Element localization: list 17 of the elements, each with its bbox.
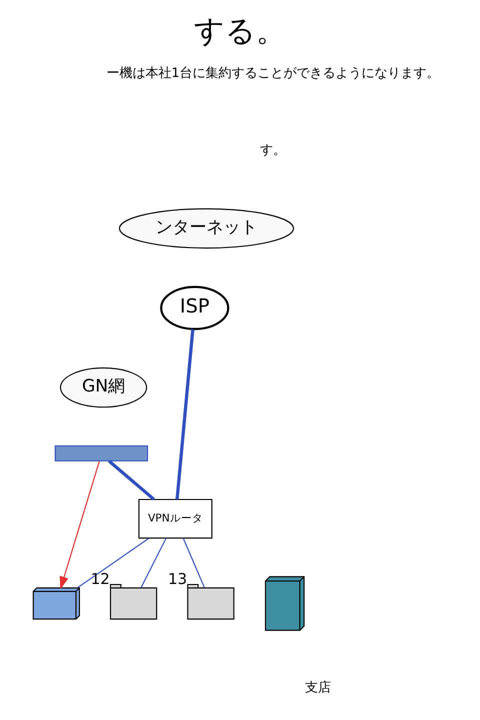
connector — [182, 538, 205, 588]
node-ellipse: ISP — [160, 286, 230, 330]
node-label: 12 — [90, 570, 110, 588]
connector — [175, 329, 194, 500]
arrow — [60, 461, 100, 590]
diagram-title: する。 — [194, 14, 286, 49]
connector — [108, 460, 155, 501]
node-bar — [54, 445, 148, 462]
connector — [140, 538, 167, 588]
label: ー機は本社1台に集約することができるようになります。 — [106, 66, 440, 81]
label: 支店 — [305, 680, 332, 696]
node-ellipse: ンターネット — [118, 208, 294, 249]
node-label: 13 — [168, 570, 188, 588]
connector — [77, 538, 150, 588]
node-box: VPNルータ — [138, 498, 212, 539]
node-ellipse: GN網 — [60, 367, 148, 408]
label: す。 — [260, 143, 286, 158]
